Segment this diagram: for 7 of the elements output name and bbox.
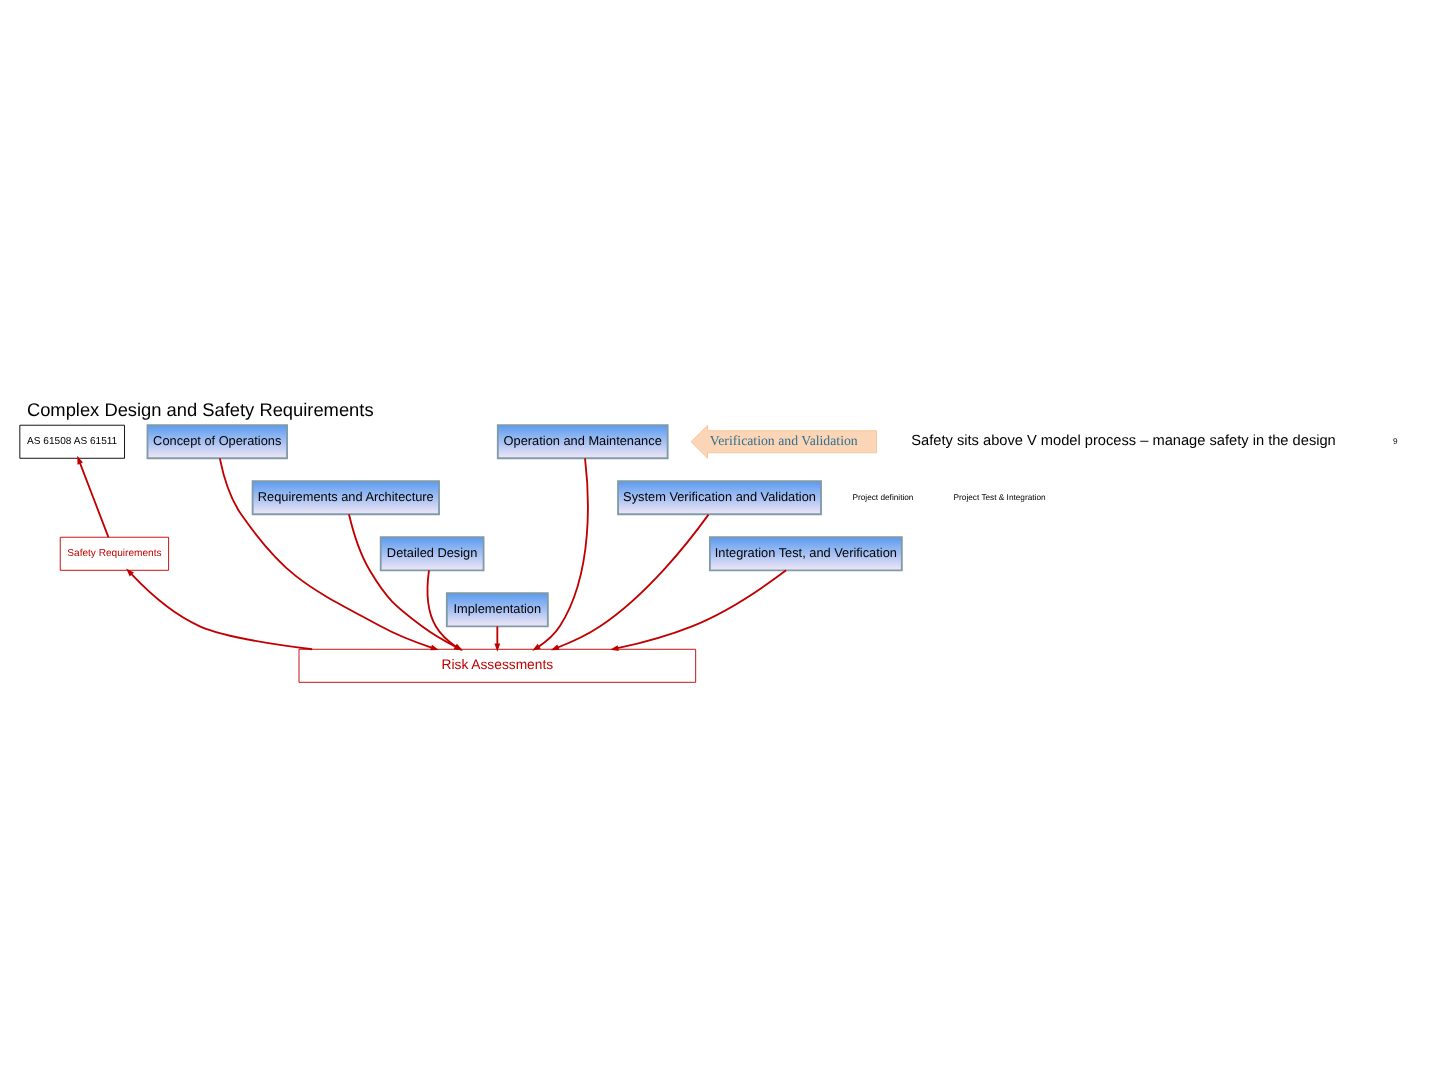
- arrow: [494, 625, 501, 652]
- label: Safety sits above V model process – manage safety in the design: [911, 431, 1336, 450]
- arrow: [77, 455, 110, 538]
- arrow: [126, 568, 314, 651]
- diagram-title: Complex Design and Safety Requirements: [26, 400, 374, 421]
- arrow: [610, 569, 787, 651]
- arrow: [532, 457, 589, 651]
